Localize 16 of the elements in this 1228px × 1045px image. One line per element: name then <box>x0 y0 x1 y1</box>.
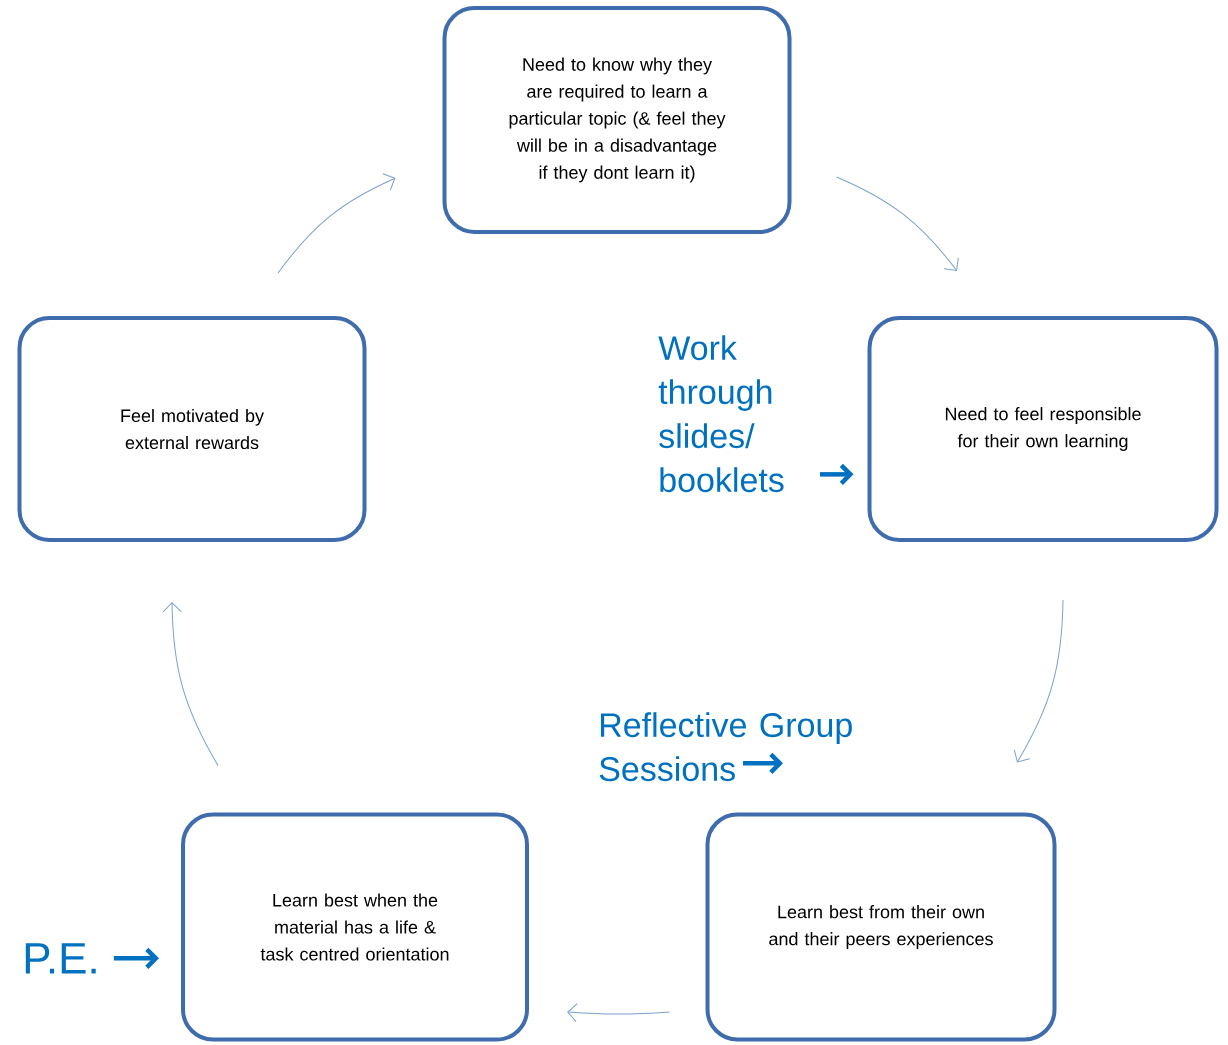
process-box: Learn best from their own and their peers experiences <box>705 812 1057 1042</box>
annotation-text: Reflective Group Sessions <box>599 712 852 782</box>
annotation-text: P.E. <box>25 943 96 974</box>
arrow <box>820 463 854 485</box>
arrow <box>113 947 159 969</box>
process-box: Feel motivated by external rewards <box>17 316 367 542</box>
process-box: Need to feel responsible for their own learning <box>867 316 1219 542</box>
arrow <box>836 176 959 271</box>
arrow <box>277 173 396 274</box>
arrow <box>743 752 783 774</box>
annotation-text: Work through slides/ booklets <box>658 335 784 493</box>
process-box: Need to know why they are required to learn a particular topic (& feel they will be in a disadvantage if they dont learn it) <box>442 6 792 234</box>
arrow <box>1013 599 1064 763</box>
arrow <box>162 602 219 766</box>
process-box: Learn best when the material has a life & task centred orientation <box>181 812 529 1042</box>
arrow <box>567 1003 670 1023</box>
